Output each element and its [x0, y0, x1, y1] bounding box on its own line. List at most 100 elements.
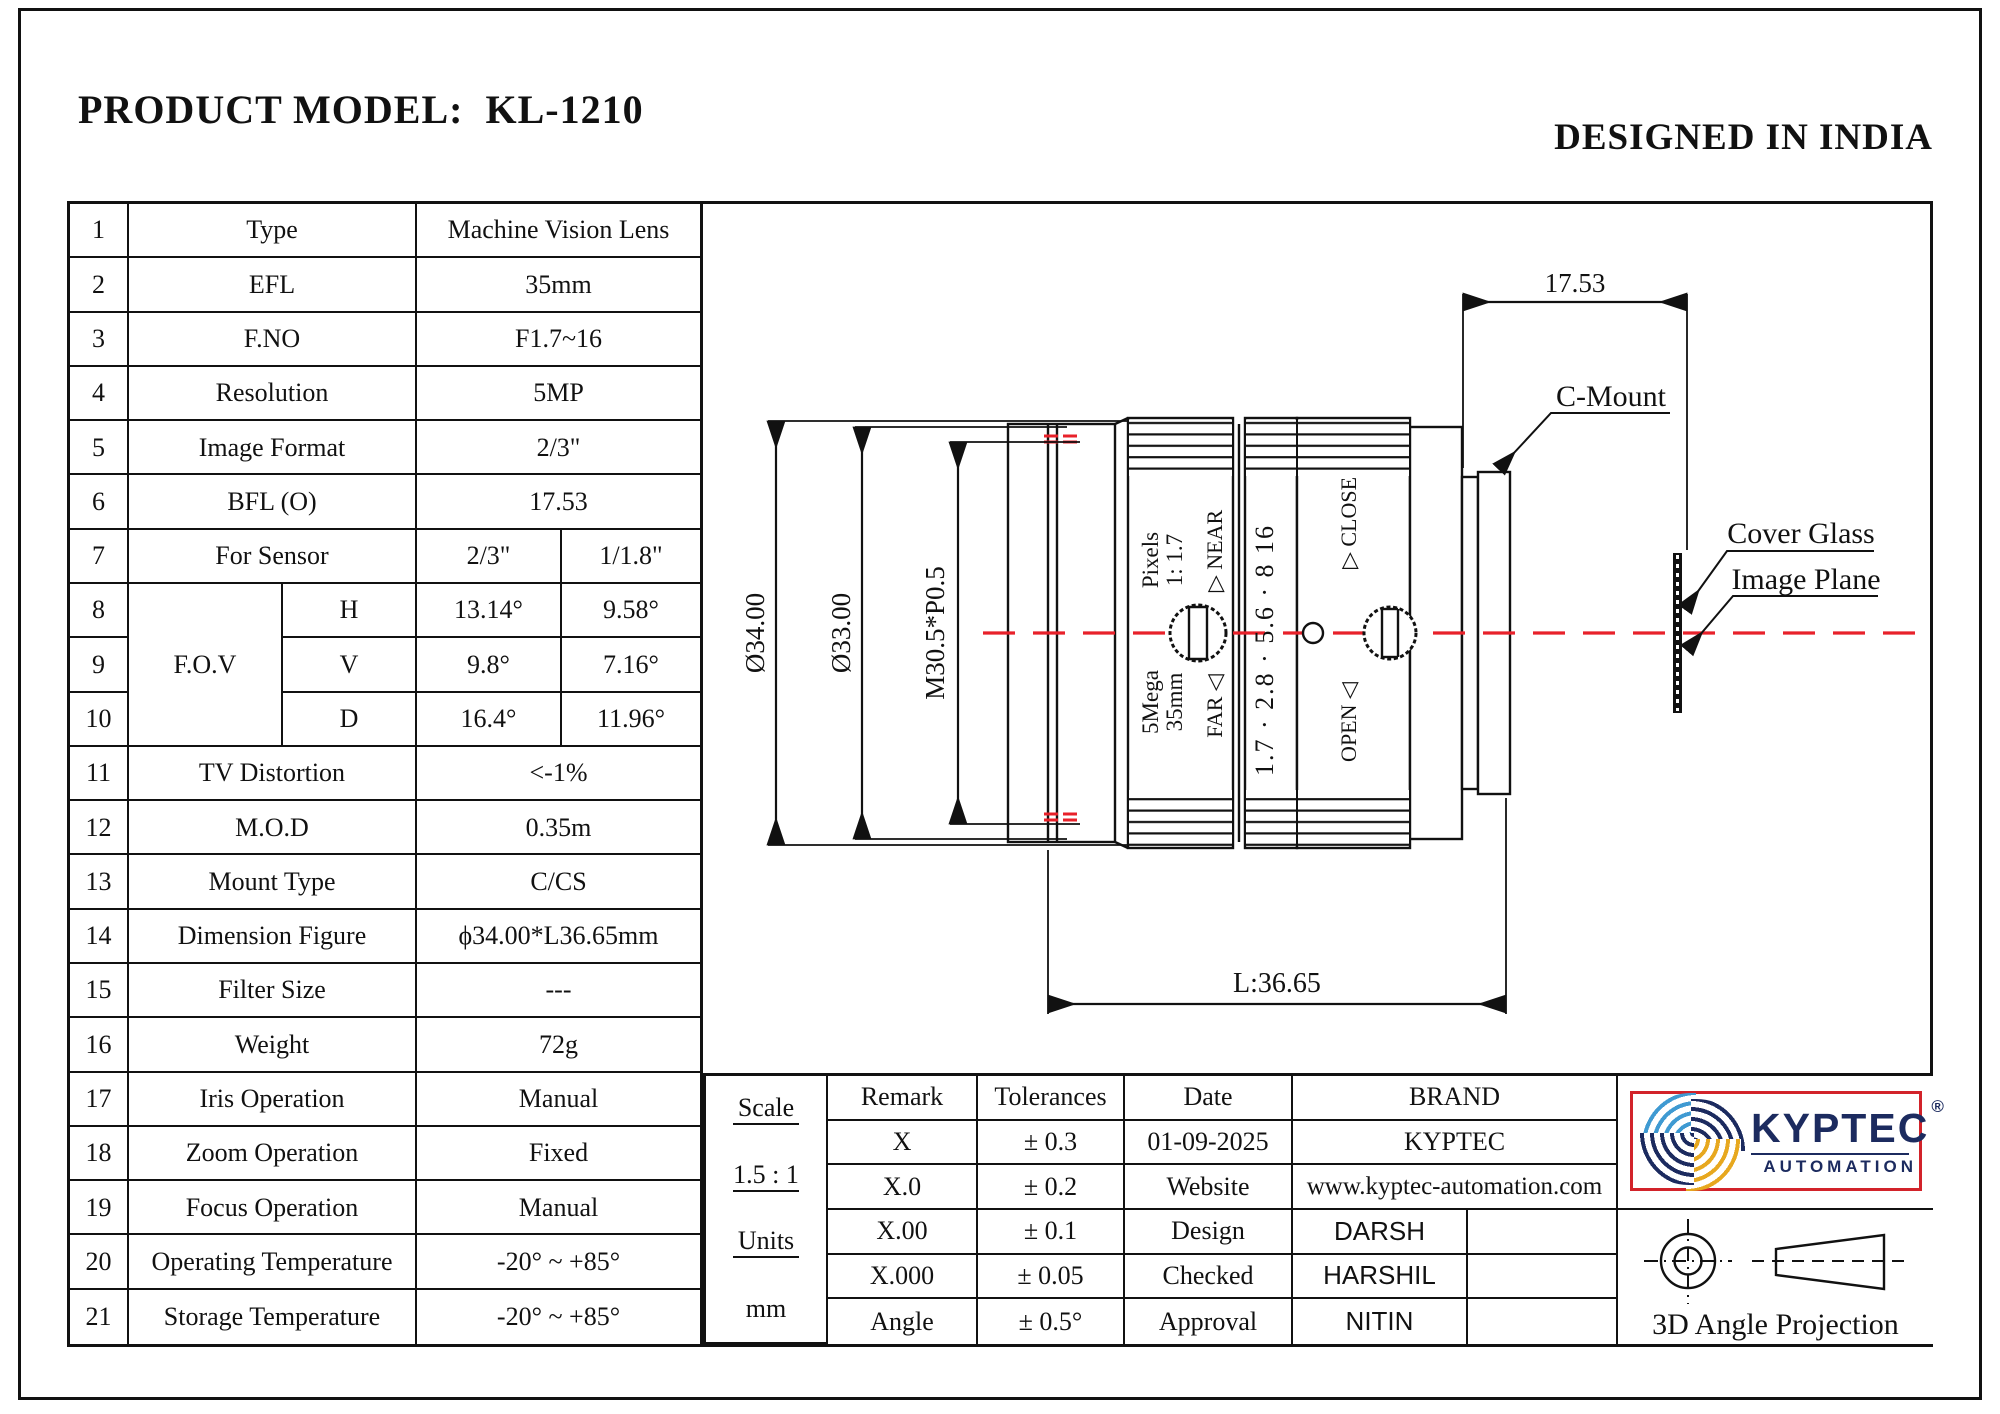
spec-value: C/CS — [417, 855, 700, 910]
image-plane-bar — [1673, 553, 1682, 713]
projection-label: 3D Angle Projection — [1652, 1308, 1899, 1341]
od33-dim-label: Ø33.00 — [826, 593, 856, 673]
tolerance-cell: ± 0.2 — [978, 1165, 1125, 1210]
knurl-bands — [1129, 420, 1409, 846]
spec-value: 72g — [417, 1018, 700, 1073]
registered-mark-icon: ® — [1931, 1096, 1946, 1116]
open-mark: OPEN ◁ — [1336, 682, 1361, 762]
spec-label: Filter Size — [129, 963, 417, 1019]
ring-text-pixels: Pixels — [1138, 532, 1163, 588]
spec-value: Machine Vision Lens — [417, 204, 700, 259]
logo-subtext: AUTOMATION — [1763, 1156, 1917, 1176]
spec-label: BFL (O) — [129, 475, 417, 530]
approval-value: NITIN — [1293, 1299, 1468, 1344]
spec-value: F1.7~16 — [417, 313, 700, 367]
pinwheel-leaf-gold — [1686, 1139, 1741, 1191]
design-label: Design — [1125, 1210, 1293, 1255]
page-title: PRODUCT MODEL: KL-1210 — [78, 87, 644, 132]
row-num: 5 — [70, 421, 129, 476]
date-header: Date — [1125, 1076, 1293, 1121]
empty-cell — [1468, 1254, 1618, 1300]
kyptec-pinwheel-icon — [1639, 1093, 1746, 1191]
spec-value: 5MP — [417, 367, 700, 422]
row-num: 16 — [70, 1018, 129, 1073]
spec-label: Type — [129, 204, 417, 259]
design-value: DARSH — [1293, 1210, 1468, 1255]
approval-label: Approval — [1125, 1299, 1293, 1344]
spec-value: Fixed — [417, 1127, 700, 1182]
spec-value: Manual — [417, 1073, 700, 1127]
row-num: 14 — [70, 909, 129, 964]
spec-label: TV Distortion — [129, 746, 417, 802]
brand-value: KYPTEC — [1293, 1120, 1618, 1166]
spec-label: Operating Temperature — [129, 1235, 417, 1290]
kyptec-logo: KYPTEC® AUTOMATION — [1630, 1091, 1944, 1191]
tolerances-header: Tolerances — [978, 1076, 1125, 1121]
spec-sublabel: D — [283, 692, 417, 747]
extension-lines — [768, 294, 1688, 1014]
spec-label: Mount Type — [129, 855, 417, 910]
title-block: Scale 1.5 : 1 Units mm Remark X X.0 X.00… — [703, 1073, 1944, 1347]
empty-cell — [1468, 1299, 1618, 1344]
spec-value: <-1% — [417, 747, 700, 802]
near-mark: ▷ NEAR — [1202, 510, 1227, 593]
row-num: 1 — [70, 204, 129, 259]
spec-table: 1 Type Machine Vision Lens 2 EFL 35mm 3 … — [67, 201, 703, 1347]
spec-value: -20° ~ +85° — [496, 1302, 621, 1332]
spec-value: 2/3" — [417, 421, 700, 476]
logo-wordmark: KYPTEC® AUTOMATION — [1751, 1098, 1944, 1176]
scale-units-column: Scale 1.5 : 1 Units mm — [706, 1076, 828, 1344]
row-num: 18 — [70, 1126, 129, 1182]
spec-value: 35mm — [417, 258, 700, 313]
spec-value: 11.96° — [562, 693, 700, 747]
spec-label: Storage Temperature — [129, 1289, 417, 1344]
ring-text-ratio: 1: 1.7 — [1162, 534, 1187, 586]
row-num: 19 — [70, 1181, 129, 1236]
spec-value: 7.16° — [562, 638, 700, 693]
row-num: 15 — [70, 963, 129, 1019]
aperture-scale: 1.7 · 2.8 · 5.6 · 8 16 — [1250, 524, 1279, 776]
remark-cell: X.0 — [828, 1165, 978, 1210]
spec-label-fov: F.O.V — [129, 583, 283, 747]
spec-value: Manual — [417, 1181, 700, 1236]
c-mount-label: C-Mount — [1556, 380, 1667, 413]
tolerance-cell: ± 0.1 — [978, 1210, 1125, 1255]
iris-lock-screw — [1362, 605, 1418, 661]
spec-label: Weight — [129, 1018, 417, 1073]
brand-header: BRAND — [1293, 1076, 1618, 1121]
spec-label: EFL — [129, 258, 417, 313]
row-num: 21 — [70, 1289, 129, 1344]
pinwheel-leaf-navy — [1639, 1133, 1694, 1185]
tolerance-cell: ± 0.5° — [978, 1299, 1125, 1344]
od34-dim-label: Ø34.00 — [740, 593, 770, 673]
leader-lines — [1492, 412, 1878, 657]
ring-text-35mm: 35mm — [1162, 673, 1187, 732]
spec-sublabel: H — [283, 583, 417, 639]
spec-value: 9.8° — [417, 638, 562, 693]
ring-text-5mega: 5Mega — [1138, 670, 1163, 734]
row-num: 3 — [70, 312, 129, 367]
row-num: 11 — [70, 746, 129, 802]
spec-value: --- — [417, 964, 700, 1019]
spec-label: Zoom Operation — [129, 1126, 417, 1182]
remark-cell: X — [828, 1120, 978, 1166]
dimension-lines — [766, 292, 1688, 1014]
far-mark: FAR ◁ — [1202, 674, 1227, 738]
spec-value: 17.53 — [417, 475, 700, 530]
close-mark: ▷ CLOSE — [1336, 477, 1361, 569]
spec-value: ϕ34.00*L36.65mm — [417, 910, 700, 964]
projection-cell: 3D Angle Projection — [1618, 1210, 1933, 1344]
logo-text: KYPTEC — [1751, 1104, 1930, 1151]
designed-in-india-label: DESIGNED IN INDIA — [1554, 117, 1933, 158]
index-dot — [1301, 621, 1325, 645]
logo-word: KYPTEC® — [1751, 1098, 1944, 1151]
image-plane-label: Image Plane — [1731, 563, 1880, 596]
row-num: 13 — [70, 855, 129, 910]
row-num: 10 — [70, 692, 129, 747]
focus-lock-screw — [1168, 603, 1228, 663]
row-num: 2 — [70, 258, 129, 313]
brand-logo-cell: KYPTEC® AUTOMATION — [1618, 1076, 1944, 1210]
spec-value-sensor-23: 2/3" — [417, 529, 562, 584]
website-value: www.kyptec-automation.com — [1293, 1165, 1618, 1210]
row-num: 17 — [70, 1072, 129, 1127]
